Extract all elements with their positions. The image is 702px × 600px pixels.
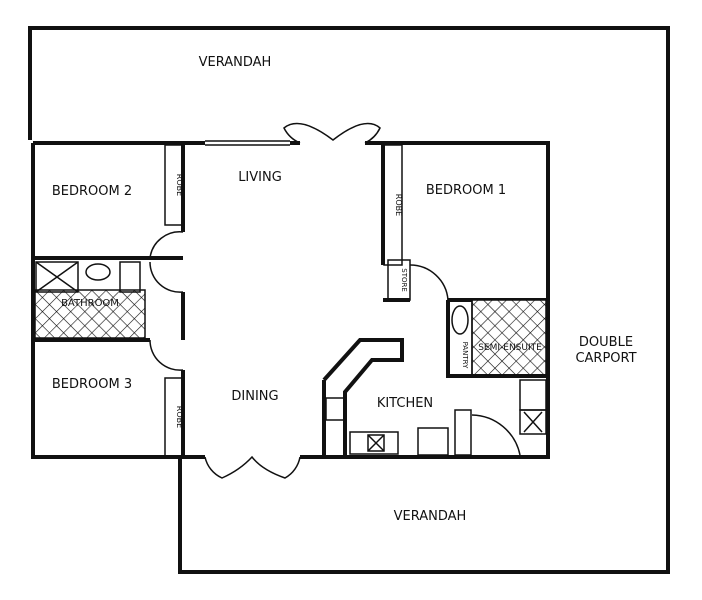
doors <box>149 122 521 479</box>
label-carport-line1: DOUBLE <box>579 335 633 350</box>
label-store: STORE <box>400 268 408 292</box>
house-walls <box>31 122 550 479</box>
label-living: LIVING <box>238 170 282 185</box>
label-dining: DINING <box>231 389 278 404</box>
label-verandah-bottom: VERANDAH <box>394 509 467 524</box>
robe-bedroom1 <box>383 144 403 266</box>
robe-bedroom2 <box>164 144 184 226</box>
ensuite-tiles <box>471 299 547 377</box>
robe-bedroom3 <box>164 377 184 457</box>
shower <box>35 261 79 293</box>
bathroom-tiles <box>34 289 146 339</box>
label-robe-bedroom3: ROBE <box>175 406 184 428</box>
label-verandah-top: VERANDAH <box>199 55 272 70</box>
label-carport-line2: CARPORT <box>575 351 636 366</box>
verandah-outline <box>28 26 670 574</box>
label-kitchen: KITCHEN <box>377 396 433 411</box>
label-bathroom: BATHROOM <box>61 298 119 309</box>
label-pantry: PANTRY <box>461 342 469 369</box>
label-robe-bedroom1: ROBE <box>394 194 403 216</box>
label-robe-bedroom2: ROBE <box>175 174 184 196</box>
label-bedroom3: BEDROOM 3 <box>52 377 132 392</box>
label-semi-ensuite: SEMI-ENSUITE <box>478 343 542 353</box>
label-bedroom1: BEDROOM 1 <box>426 183 506 198</box>
label-bedroom2: BEDROOM 2 <box>52 184 132 199</box>
